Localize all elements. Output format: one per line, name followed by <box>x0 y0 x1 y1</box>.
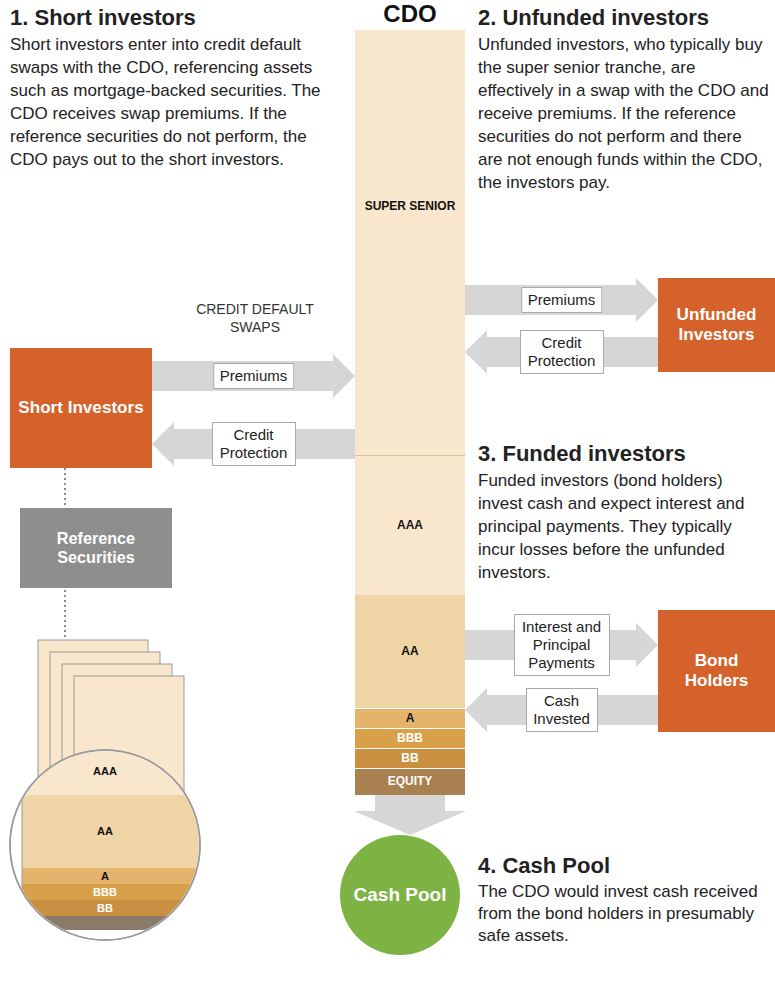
arrow-group-label: CREDIT DEFAULT SWAPS <box>180 300 330 336</box>
step-body: Unfunded investors, who typically buy th… <box>478 33 770 194</box>
block-arrow <box>152 354 355 398</box>
leader-line <box>64 590 66 638</box>
node-label: BB <box>397 752 422 766</box>
tranche-label: AAA <box>65 764 145 778</box>
node-label: A <box>402 712 419 726</box>
step-body: The CDO would invest cash received from … <box>478 881 770 947</box>
arrow-label: Credit Protection <box>212 422 296 466</box>
arrow-label: Cash Invested <box>526 688 598 732</box>
node-label: BBB <box>393 732 427 746</box>
tranche-band: BB <box>355 748 465 768</box>
block-arrow <box>465 688 658 732</box>
node-label: Bond Holders <box>658 651 775 690</box>
cdo-column: CDOSUPER SENIORAAAAAABBBBBEQUITY <box>355 30 465 795</box>
reference-box: Reference Securities <box>20 508 172 588</box>
step-heading: 3. Funded investors <box>478 440 770 468</box>
tranche-label: AA <box>65 824 145 838</box>
block-arrow <box>465 278 658 322</box>
tranche-label: BB <box>65 901 145 915</box>
node-label: Short Investors <box>14 398 147 418</box>
tranche-band: BBB <box>355 728 465 748</box>
block-arrow <box>465 330 658 374</box>
arrow-label: Interest and Principal Payments <box>514 614 610 676</box>
magnified-tranches <box>22 748 212 940</box>
cash-pool-circle: Cash Pool <box>340 835 460 955</box>
arrow-label: Premiums <box>521 287 603 313</box>
node-label: Reference Securities <box>20 529 172 566</box>
block-arrow <box>354 795 466 835</box>
node-label: SUPER SENIOR <box>361 200 460 214</box>
tranche-label: A <box>65 869 145 883</box>
tranche-label: BBB <box>65 885 145 899</box>
column-title: CDO <box>355 0 465 28</box>
investor-box: Short Investors <box>10 348 152 468</box>
step-heading: 1. Short investors <box>10 4 350 32</box>
tranche-band: AAA <box>355 455 465 595</box>
step-body: Funded investors (bond holders) invest c… <box>478 469 770 584</box>
tranche-band: SUPER SENIOR <box>355 30 465 455</box>
tranche-band: AA <box>355 595 465 708</box>
node-label: AAA <box>393 519 427 533</box>
step-body: Short investors enter into credit defaul… <box>10 33 348 171</box>
node-label: Cash Pool <box>350 884 451 906</box>
arrow-label: Credit Protection <box>520 330 604 374</box>
step-heading: 2. Unfunded investors <box>478 4 770 32</box>
arrow-label: Premiums <box>213 363 295 389</box>
investor-box: Unfunded Investors <box>658 278 775 372</box>
investor-box: Bond Holders <box>658 610 775 732</box>
step-heading: 4. Cash Pool <box>478 852 770 880</box>
node-label: AA <box>397 645 422 659</box>
dotted-connector <box>64 468 66 508</box>
node-label: EQUITY <box>384 775 437 789</box>
node-label: Unfunded Investors <box>658 305 775 344</box>
tranche-band: EQUITY <box>355 768 465 795</box>
tranche-band: A <box>355 708 465 728</box>
block-arrow <box>152 422 355 466</box>
